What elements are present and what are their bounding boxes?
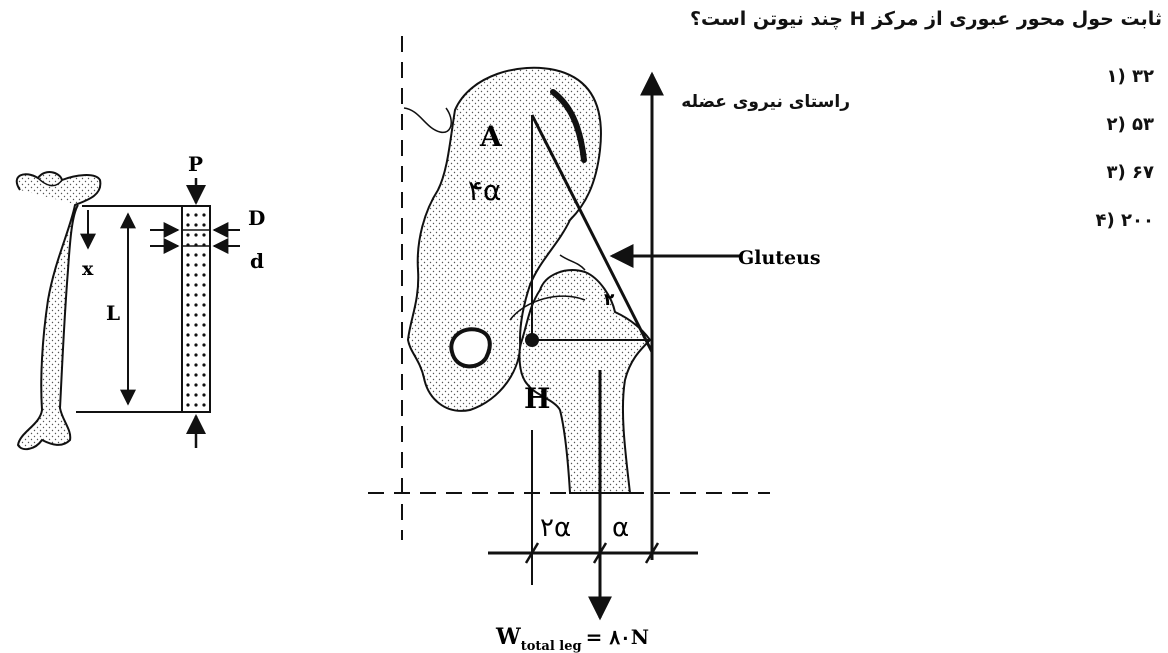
sacrum-outline xyxy=(403,107,452,134)
triangle-2-label: ۲ xyxy=(604,290,615,310)
option-3[interactable]: ۶۷ (۳ xyxy=(1106,162,1154,183)
femur-head-shaft xyxy=(518,269,652,494)
position-x-label: x xyxy=(82,258,94,280)
point-h-label: H xyxy=(524,382,550,415)
length-l-label: L xyxy=(106,301,120,325)
load-p-label: P xyxy=(188,152,203,176)
angle-4a-label: ۴α xyxy=(468,174,502,207)
femur-figure xyxy=(15,171,185,451)
option-2[interactable]: ۵۳ (۲ xyxy=(1106,114,1154,135)
inner-diameter-label: d xyxy=(250,249,264,273)
dim-a-label: α xyxy=(612,513,629,543)
gluteus-force-line xyxy=(530,114,654,353)
muscle-direction-label: راستای نیروی عضله xyxy=(681,92,850,112)
weight-subscript: total leg xyxy=(521,639,582,653)
obturator-hole xyxy=(449,327,492,369)
gluteus-label: Gluteus xyxy=(738,247,821,269)
weight-label: Wtotal leg = ۸۰N xyxy=(495,624,649,653)
point-a-label: A xyxy=(479,120,503,153)
hip-figure xyxy=(368,36,770,621)
femur-bone-shape xyxy=(15,171,102,451)
cylinder-model xyxy=(150,178,240,448)
weight-w: W xyxy=(495,624,521,650)
weight-value: = ۸۰N xyxy=(586,625,650,649)
point-h-dot xyxy=(525,333,539,347)
option-1[interactable]: ۳۲ (۱ xyxy=(1106,66,1154,87)
outer-diameter-label: D xyxy=(248,206,265,230)
option-4[interactable]: ۲۰۰ (۴ xyxy=(1095,210,1154,231)
cylinder-bar xyxy=(181,205,211,413)
dim-2a-label: ۲α xyxy=(540,513,571,543)
question-text: ثابت حول محور عبوری از مرکز H چند نیوتن … xyxy=(689,8,1162,30)
